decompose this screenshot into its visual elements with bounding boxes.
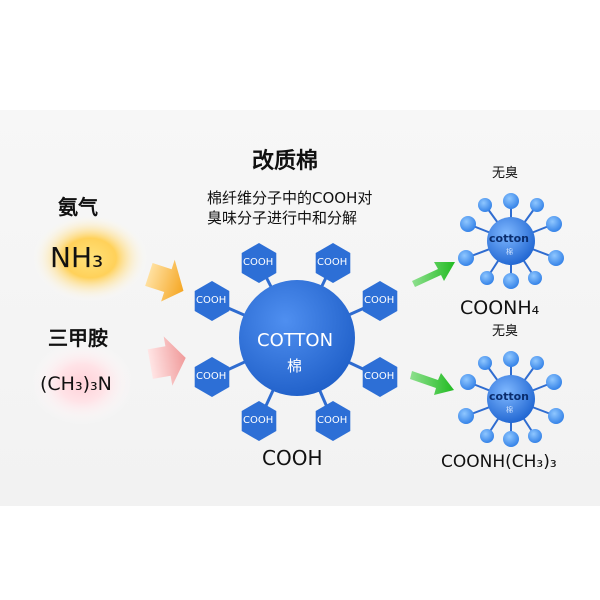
arrow-green-top — [412, 262, 455, 287]
cooh-hexagons — [194, 243, 398, 441]
arrow-orange — [145, 259, 184, 302]
cooh-hexagon-label: COOH — [364, 295, 395, 306]
center-caption: COOH — [262, 446, 323, 470]
ammonia-glow — [32, 214, 148, 302]
cooh-hexagon-label: COOH — [196, 295, 227, 306]
odorless-molecule-bottom — [458, 351, 564, 447]
cooh-hexagon — [241, 243, 277, 283]
trimethylamine-glow — [30, 341, 134, 425]
cooh-hexagon — [194, 281, 230, 321]
cooh-hexagon-label: COOH — [243, 415, 274, 426]
arrow-green-bottom — [410, 371, 454, 395]
odorless-molecule-top — [458, 193, 564, 289]
cotton-core-sub: 棉 — [287, 357, 303, 375]
ammonia-formula: NH₃ — [50, 241, 104, 274]
cooh-hexagon — [362, 357, 398, 397]
cotton-core-label: COTTON — [257, 330, 334, 351]
odorless-core-sub-top: 棉 — [506, 248, 513, 256]
cotton-core — [239, 280, 355, 396]
subtitle-line-2: 臭味分子进行中和分解 — [207, 209, 358, 227]
odorless-label-bottom: 无臭 — [492, 324, 519, 339]
arrow-pink — [147, 336, 186, 386]
subtitle-line-1: 棉纤维分子中的COOH对 — [207, 189, 373, 207]
cooh-hexagon — [362, 281, 398, 321]
odorless-core-sub-bottom: 棉 — [506, 406, 513, 414]
cooh-hexagon-label: COOH — [317, 257, 348, 268]
odorless-label-top: 无臭 — [492, 166, 519, 181]
cooh-hexagon-label: COOH — [364, 371, 395, 382]
cooh-hexagon — [241, 401, 277, 441]
cooh-hexagon-label: COOH — [243, 257, 274, 268]
cooh-hexagon — [315, 243, 351, 283]
trimethylamine-label: 三甲胺 — [48, 326, 108, 350]
odorless-core-text-bottom: cotton — [489, 390, 529, 403]
odorless-formula-top: COONH₄ — [460, 297, 540, 319]
cooh-hexagon — [194, 357, 230, 397]
trimethylamine-formula: (CH₃)₃N — [40, 373, 112, 395]
cooh-hexagon-label: COOH — [196, 371, 227, 382]
odorless-core-text-top: cotton — [489, 232, 529, 245]
diagram-title: 改质棉 — [252, 149, 319, 174]
ammonia-label: 氨气 — [58, 195, 98, 219]
cooh-hexagon-label: COOH — [317, 415, 348, 426]
odorless-formula-bottom: COONH(CH₃)₃ — [441, 452, 557, 472]
cooh-hexagon — [315, 401, 351, 441]
